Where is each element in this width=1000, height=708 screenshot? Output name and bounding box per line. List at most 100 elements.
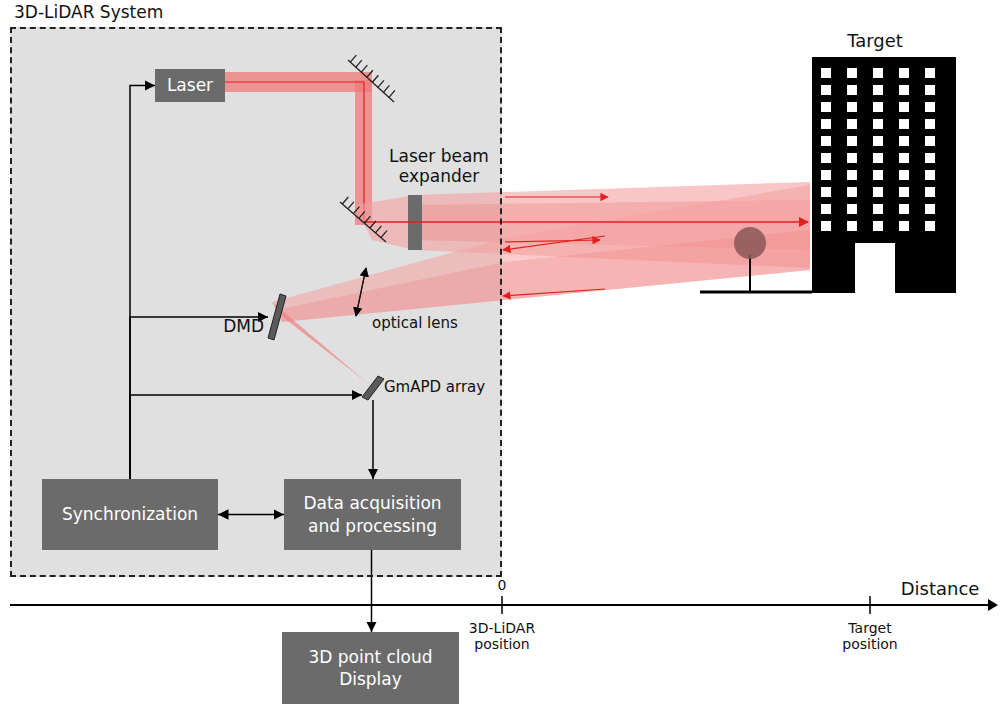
region-heading: 3D-LiDAR System [14, 2, 163, 22]
window [847, 102, 857, 112]
window [925, 170, 935, 180]
window [873, 136, 883, 146]
mirror [340, 55, 395, 242]
window [873, 85, 883, 95]
window [899, 119, 909, 129]
axis-tick [501, 596, 503, 614]
window [899, 68, 909, 78]
beam-axis [223, 81, 364, 82]
component-label: DMD [223, 316, 264, 336]
mirror-hatch [342, 197, 348, 204]
window [925, 85, 935, 95]
gmapd-array: GmAPD array [362, 376, 384, 400]
dmd-element: DMD [268, 294, 286, 340]
mirror-hatch [375, 226, 381, 233]
connector-arrow [371, 550, 373, 632]
window [873, 68, 883, 78]
mirror-surface [348, 60, 394, 102]
box-label: Data acquisition and processing [292, 492, 453, 536]
window [821, 119, 831, 129]
window [899, 187, 909, 197]
building-door [855, 243, 895, 293]
mirror-hatch [383, 85, 389, 92]
tree-crown [734, 227, 766, 259]
window [899, 221, 909, 231]
window [847, 119, 857, 129]
component-label: GmAPD array [384, 378, 485, 396]
axis-tick-label: Target position [828, 620, 912, 652]
window [821, 102, 831, 112]
process-box: Data acquisition and processing [284, 479, 461, 550]
beam-axis [363, 82, 364, 222]
component-plate [268, 294, 286, 340]
box-label: Laser [167, 74, 213, 96]
component-label: Laser beam expander [376, 146, 502, 186]
window [899, 153, 909, 163]
mirror-hatch [359, 211, 365, 218]
axis-tick [869, 596, 871, 614]
component-symbol [362, 376, 384, 400]
beam-arrow [505, 196, 608, 197]
center-ray [364, 221, 808, 223]
window [847, 85, 857, 95]
window [847, 68, 857, 78]
window [873, 119, 883, 129]
mirror-hatch [364, 216, 370, 223]
box-label: Synchronization [62, 503, 198, 525]
axis-arrowhead [988, 599, 998, 611]
axis-label: Distance [880, 578, 1000, 599]
connector-arrow [218, 514, 284, 516]
tree-trunk [749, 255, 751, 292]
window [847, 170, 857, 180]
building-windows [821, 68, 935, 231]
window [899, 204, 909, 214]
window [821, 187, 831, 197]
window [925, 119, 935, 129]
window [925, 221, 935, 231]
window [873, 187, 883, 197]
window [821, 204, 831, 214]
window [821, 153, 831, 163]
window [899, 170, 909, 180]
window [925, 68, 935, 78]
mirror-hatch [372, 75, 378, 82]
mirror-hatch [361, 65, 367, 72]
window [925, 136, 935, 146]
window [847, 136, 857, 146]
laser-beam [223, 72, 372, 92]
window [847, 187, 857, 197]
mirror-hatch [378, 80, 384, 87]
window [821, 85, 831, 95]
window [821, 68, 831, 78]
optical-lens [356, 268, 366, 316]
laser-box: Laser [155, 69, 225, 102]
window [899, 85, 909, 95]
target-building [812, 57, 956, 293]
return-beam [272, 185, 810, 322]
beam-arrow [503, 289, 605, 296]
return-beam [276, 230, 810, 322]
mirror-hatch [367, 70, 373, 77]
beam-arrow [503, 236, 605, 250]
mirror-hatch [370, 221, 376, 228]
window [925, 187, 935, 197]
optical-lens [356, 268, 366, 316]
dmd-to-detector-beam [272, 302, 374, 388]
window [873, 204, 883, 214]
process-box: Synchronization [42, 479, 218, 550]
system-region: 3D-LiDAR SystemLaserDMDGmAPD arraySynchr… [10, 27, 502, 577]
mirror-hatch [350, 55, 356, 62]
window [821, 136, 831, 146]
mirror-hatch [389, 90, 395, 97]
window [925, 102, 935, 112]
window [873, 221, 883, 231]
window [873, 102, 883, 112]
mirror-hatch [348, 202, 354, 209]
window [873, 170, 883, 180]
target-label: Target [820, 30, 930, 51]
component-symbol [268, 294, 286, 340]
window [899, 136, 909, 146]
beam-arrow [505, 240, 600, 242]
